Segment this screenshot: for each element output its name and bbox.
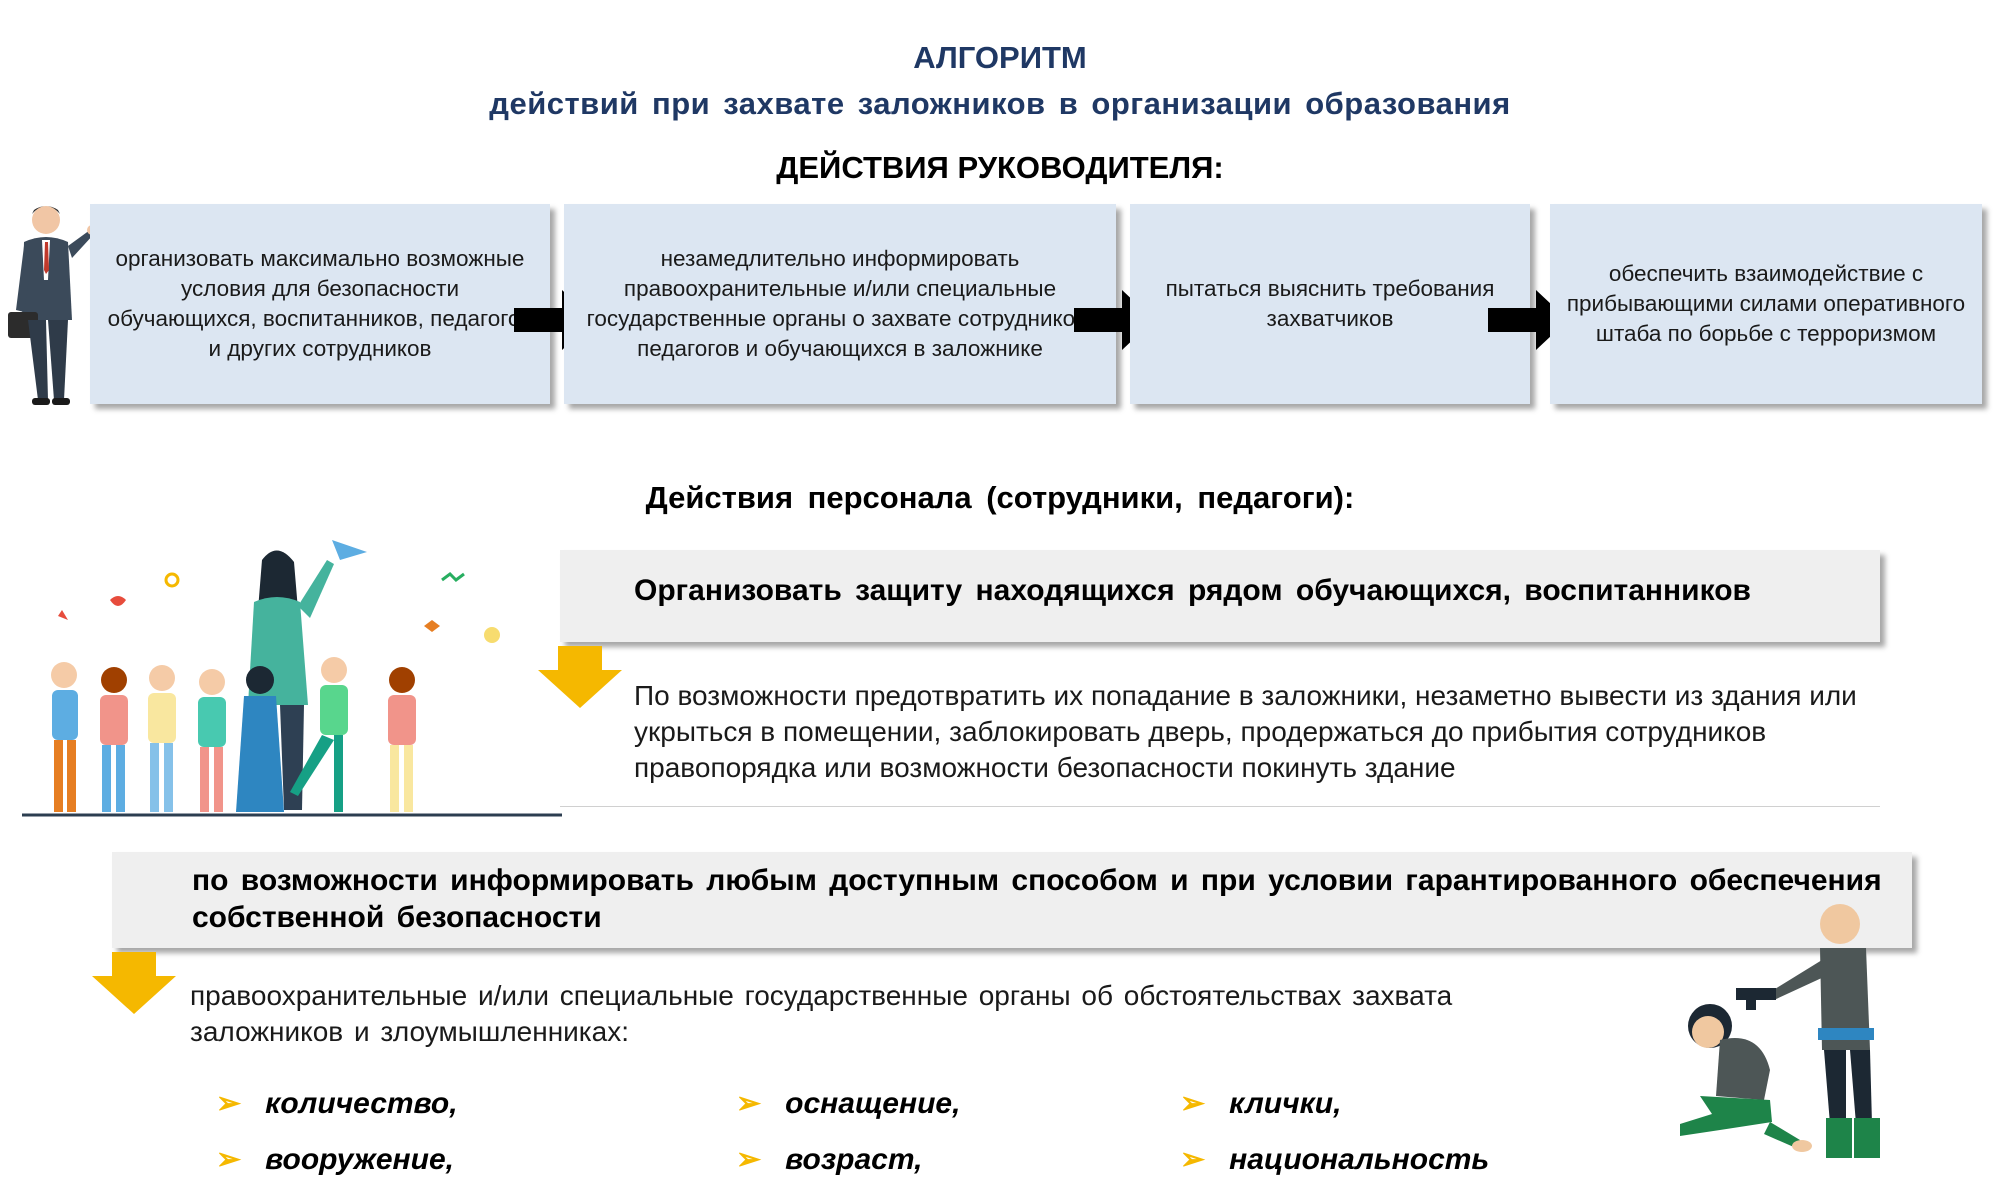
step-text-2: незамедлительно информировать правоохран… bbox=[586, 246, 1094, 361]
step-text-1: организовать максимально возможные услов… bbox=[107, 246, 533, 361]
step-box-4: обеспечить взаимодействие с прибывающими… bbox=[1550, 204, 1982, 404]
teacher-children-illustration bbox=[22, 540, 562, 817]
bullet-item: ➢ вооружение, bbox=[216, 1142, 454, 1177]
bullet-text: национальность bbox=[1229, 1142, 1490, 1176]
staff-action-2-detail: правоохранительные и/или специальные гос… bbox=[190, 980, 1453, 1047]
staff-action-2: по возможности информировать любым досту… bbox=[112, 852, 1912, 948]
bullet-text: возраст, bbox=[785, 1142, 923, 1176]
page-subtitle: действий при захвате заложников в органи… bbox=[489, 86, 1511, 121]
bullet-text: количество, bbox=[265, 1086, 458, 1120]
bullet-marker-icon: ➢ bbox=[216, 1143, 242, 1176]
step-text-4: обеспечить взаимодействие с прибывающими… bbox=[1566, 261, 1966, 346]
bullet-text: оснащение, bbox=[785, 1086, 961, 1120]
staff-action-1-detail: По возможности предотвратить их попадани… bbox=[634, 680, 1857, 783]
manager-actions-heading: ДЕЙСТВИЯ РУКОВОДИТЕЛЯ: bbox=[776, 150, 1224, 185]
step-box-1: организовать максимально возможные услов… bbox=[90, 204, 550, 404]
bullet-text: вооружение, bbox=[265, 1142, 455, 1176]
businessman-illustration bbox=[8, 206, 97, 405]
step-box-2: незамедлительно информировать правоохран… bbox=[564, 204, 1116, 404]
bullet-marker-icon: ➢ bbox=[736, 1143, 762, 1176]
bullet-item: ➢ национальность bbox=[1180, 1142, 1489, 1177]
bullet-item: ➢ клички, bbox=[1180, 1086, 1341, 1121]
bullet-item: ➢ количество, bbox=[216, 1086, 458, 1121]
bullet-marker-icon: ➢ bbox=[736, 1087, 762, 1120]
bullet-text: клички, bbox=[1229, 1086, 1342, 1120]
staff-actions-heading: Действия персонала (сотрудники, педагоги… bbox=[645, 480, 1355, 515]
step-text-3: пытаться выяснить требования захватчиков bbox=[1165, 276, 1495, 331]
bullet-item: ➢ оснащение, bbox=[736, 1086, 960, 1121]
bullet-item: ➢ возраст, bbox=[736, 1142, 922, 1177]
bullet-marker-icon: ➢ bbox=[1180, 1087, 1206, 1120]
staff-action-1: Организовать защиту находящихся рядом об… bbox=[560, 550, 1880, 642]
arrow-right-icon bbox=[1488, 290, 1568, 350]
bullet-marker-icon: ➢ bbox=[216, 1087, 242, 1120]
step-box-3: пытаться выяснить требования захватчиков bbox=[1130, 204, 1530, 404]
hostage-illustration bbox=[1680, 904, 1880, 1158]
arrow-down-icon bbox=[92, 952, 176, 1014]
bullet-marker-icon: ➢ bbox=[1180, 1143, 1206, 1176]
arrow-down-icon bbox=[538, 646, 622, 708]
divider bbox=[560, 806, 1880, 807]
page-title: АЛГОРИТМ bbox=[913, 40, 1087, 75]
